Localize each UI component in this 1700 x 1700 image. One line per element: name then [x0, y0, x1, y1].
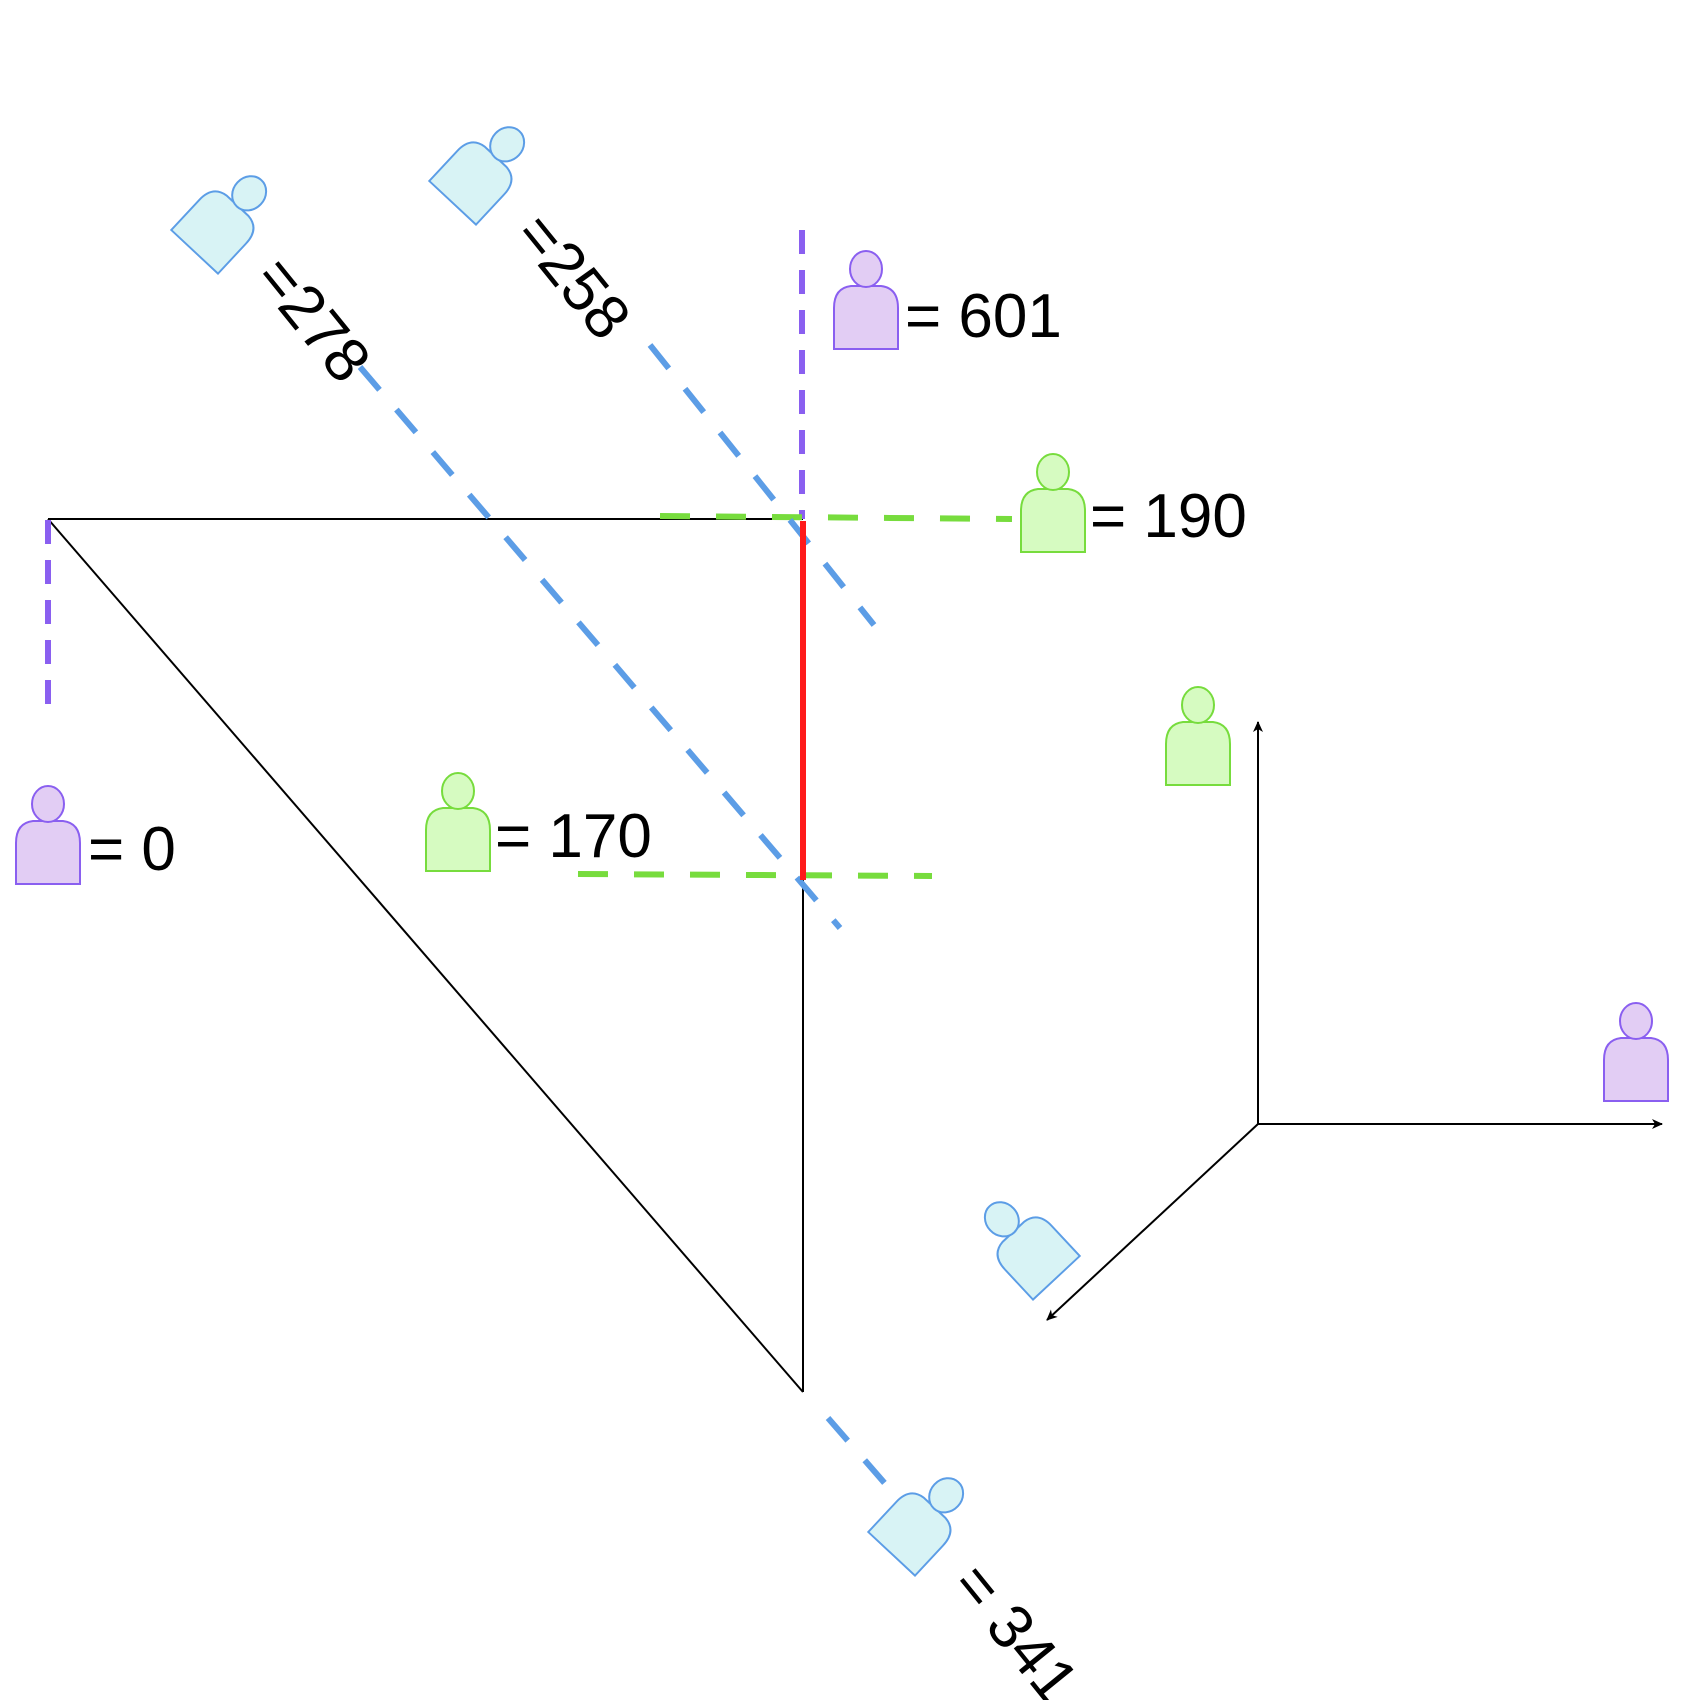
triangle-hypotenuse — [47, 518, 804, 1393]
triangle-figure — [47, 518, 804, 1393]
cyan-dashed-line-258 — [647, 343, 877, 627]
cyan-dashed-line-341 — [825, 1416, 891, 1489]
person-icon — [965, 1183, 1081, 1301]
axes-group — [1046, 721, 1663, 1321]
green-dashed-line-bottom — [577, 871, 933, 879]
axis-diagonal — [1046, 1123, 1259, 1321]
person-icon — [867, 1459, 983, 1577]
person-icon — [1165, 686, 1231, 786]
person-icon — [425, 772, 491, 872]
person-icon — [1603, 1002, 1669, 1102]
label-purple-601: = 601 — [905, 282, 1062, 351]
label-green-190: = 190 — [1090, 482, 1247, 551]
cyan-dashed-line-278 — [357, 365, 843, 930]
person-icon — [15, 785, 81, 885]
label-purple-zero: = 0 — [88, 815, 176, 884]
label-green-170: = 170 — [495, 802, 652, 871]
person-icon — [170, 157, 286, 275]
label-cyan-258: =258 — [502, 200, 644, 352]
person-icon — [833, 250, 899, 350]
person-icon — [428, 108, 544, 226]
person-icon — [1020, 453, 1086, 553]
label-cyan-341: = 341 — [939, 1550, 1091, 1700]
green-dashed-line-top — [659, 513, 1013, 522]
